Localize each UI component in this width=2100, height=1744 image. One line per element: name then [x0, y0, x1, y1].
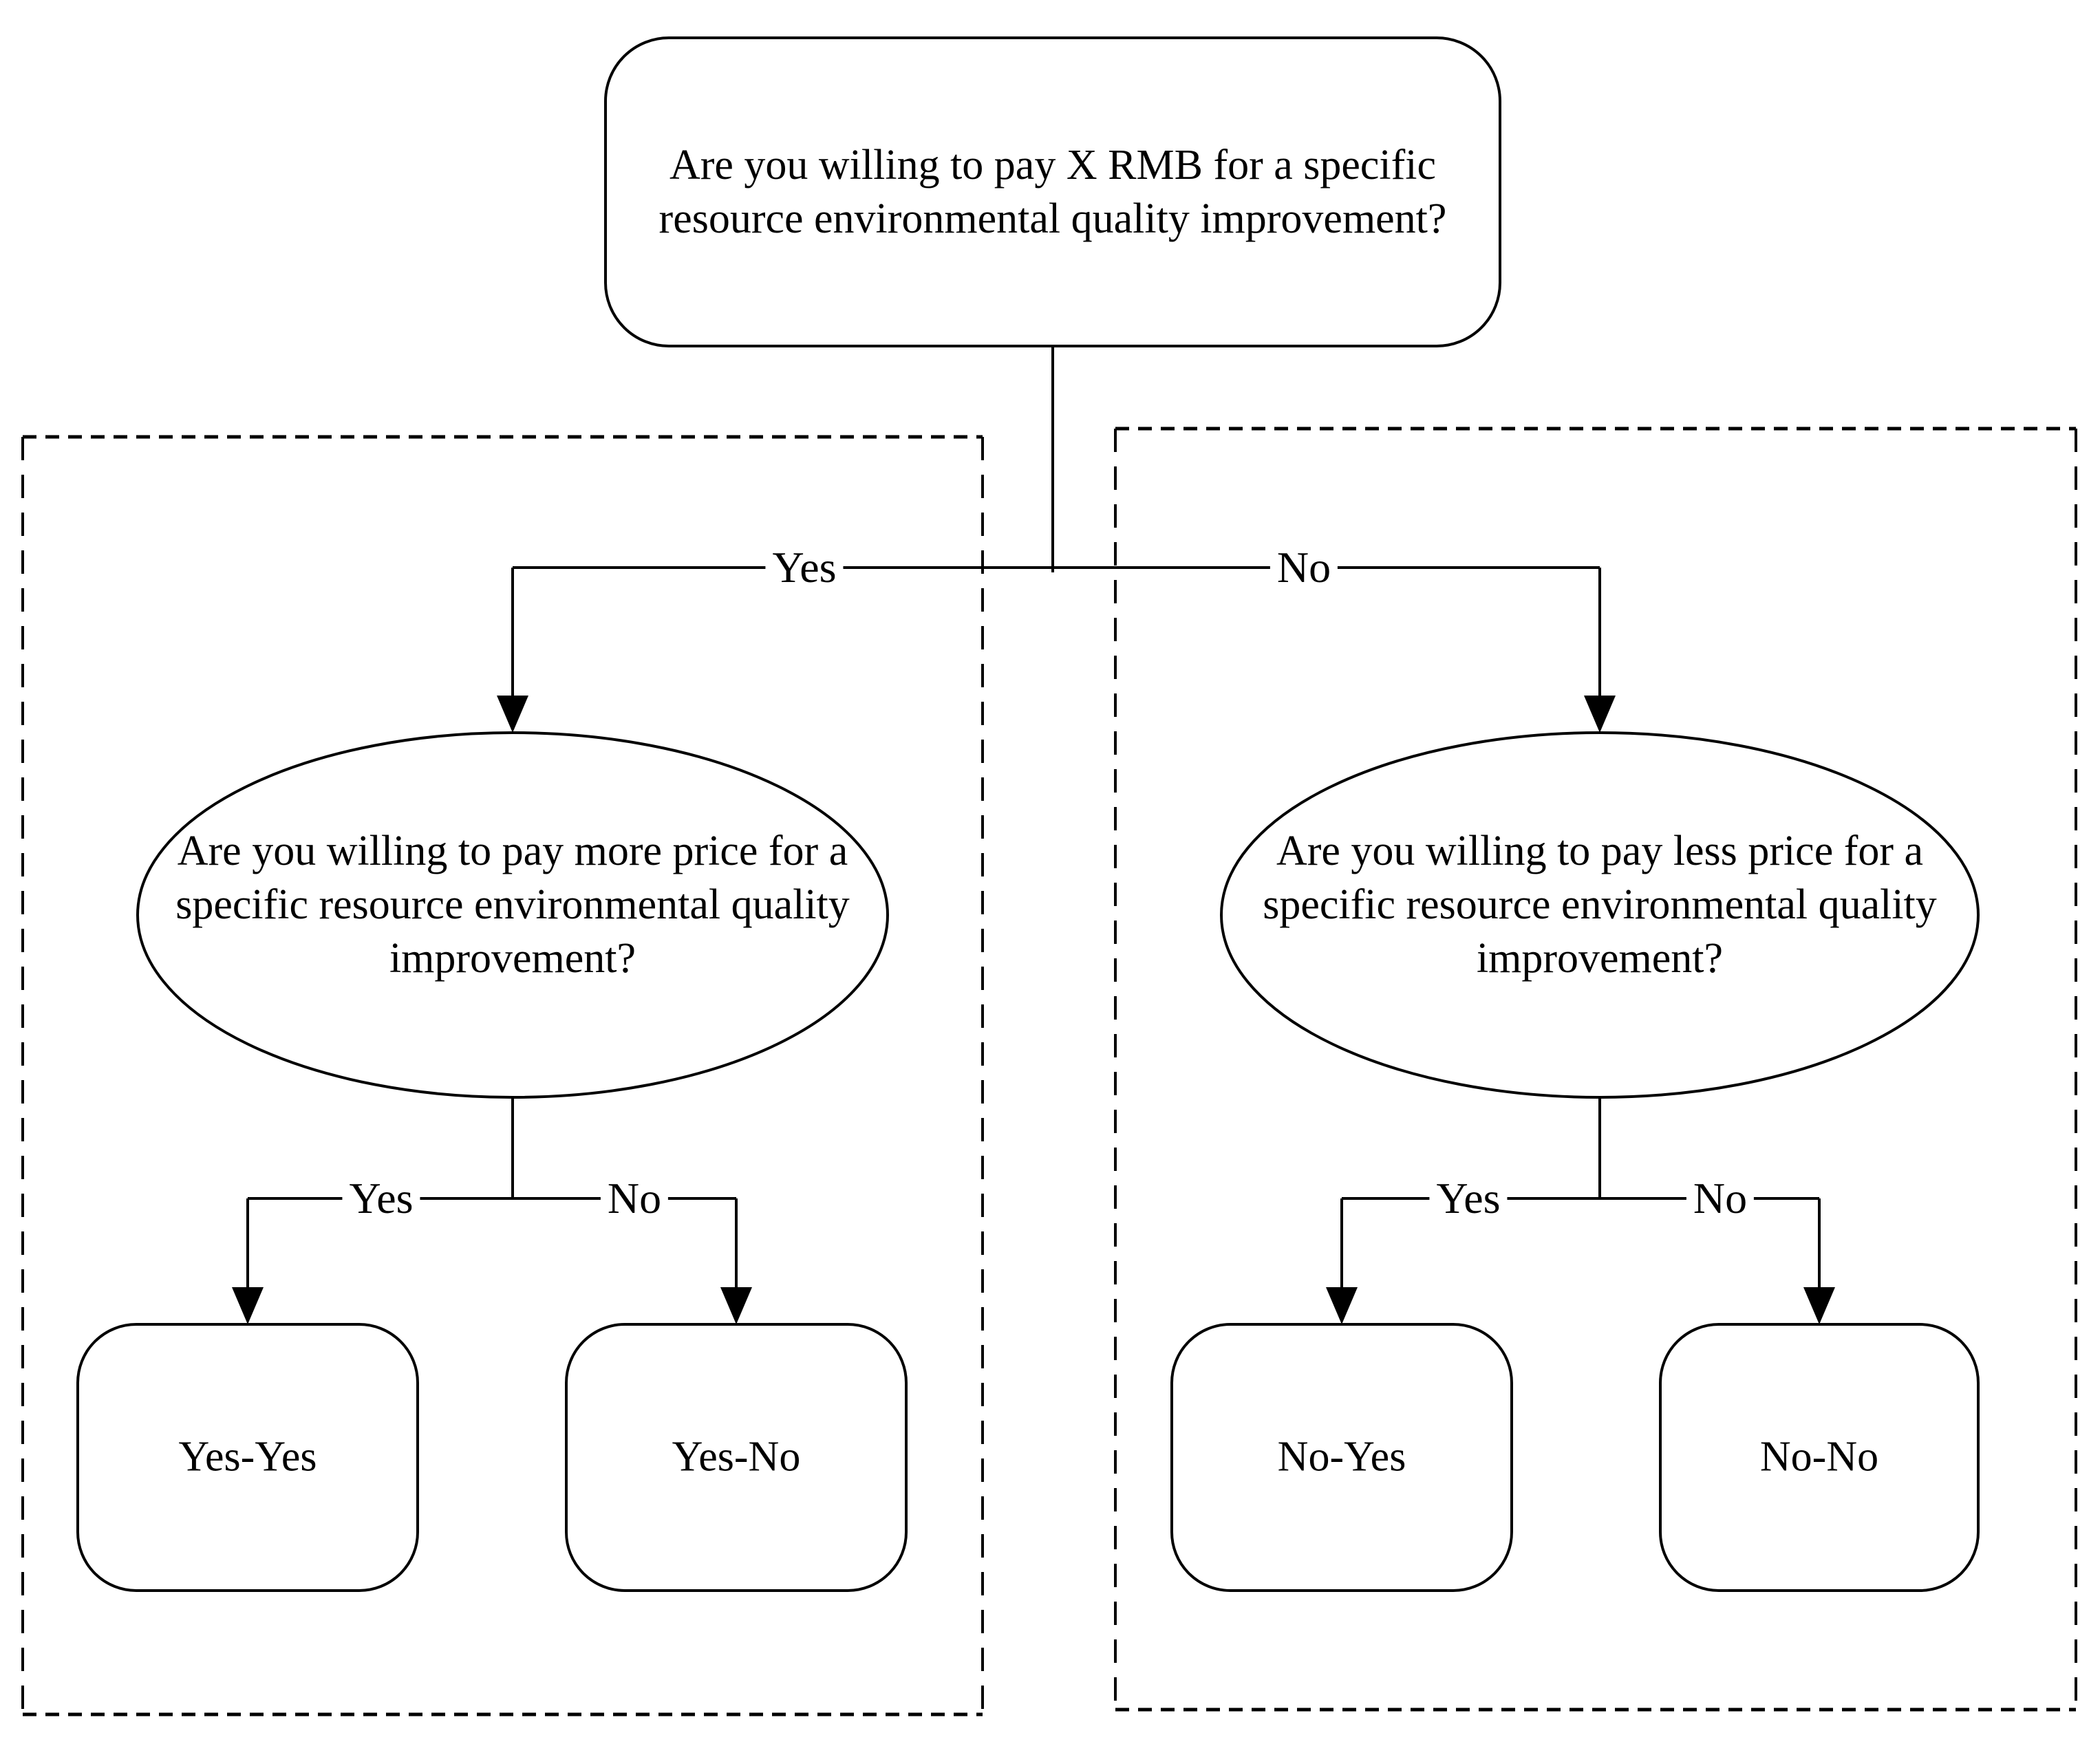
- left-question-line2: specific resource environmental quality: [175, 881, 850, 928]
- yes-group-dashed-frame: [21, 435, 984, 1716]
- left-no-edge-label: No: [600, 1174, 669, 1223]
- outcome-label-yes-yes: Yes-Yes: [178, 1433, 317, 1481]
- outcome-box-no-no: [1659, 1323, 1980, 1592]
- right-no-edge-label: No: [1686, 1174, 1755, 1223]
- arrow-down-icon: [1584, 696, 1616, 733]
- root-question-line2: resource environmental quality improveme…: [658, 195, 1447, 242]
- outcome-label-yes-no: Yes-No: [672, 1433, 801, 1481]
- outcome-box-no-yes: [1170, 1323, 1513, 1592]
- left-question-line3: improvement?: [389, 935, 636, 982]
- root-question-text: Are you willing to pay X RMB for a speci…: [606, 38, 1500, 346]
- outcome-box-yes-yes: [76, 1323, 419, 1592]
- left-yes-edge-label: Yes: [342, 1174, 420, 1223]
- left-question-text: Are you willing to pay more price for a …: [155, 824, 870, 985]
- arrow-down-icon: [497, 696, 528, 733]
- level1-no-edge-label: No: [1269, 543, 1338, 592]
- left-question-line1: Are you willing to pay more price for a: [177, 828, 848, 874]
- outcome-label-no-no: No-No: [1759, 1433, 1879, 1481]
- no-group-dashed-frame: [1114, 427, 2077, 1712]
- outcome-box-yes-no: [565, 1323, 908, 1592]
- outcome-label-no-yes: No-Yes: [1277, 1433, 1406, 1481]
- right-question-line3: improvement?: [1476, 935, 1724, 982]
- right-question-text: Are you willing to pay less price for a …: [1242, 824, 1958, 985]
- arrow-down-icon: [232, 1287, 264, 1324]
- right-question-line2: specific resource environmental quality: [1263, 881, 1937, 928]
- level1-yes-edge-label: Yes: [765, 543, 844, 592]
- arrow-down-icon: [1326, 1287, 1358, 1324]
- arrow-down-icon: [720, 1287, 752, 1324]
- right-question-line1: Are you willing to pay less price for a: [1276, 828, 1924, 874]
- right-yes-edge-label: Yes: [1429, 1174, 1508, 1223]
- arrow-down-icon: [1803, 1287, 1835, 1324]
- root-question-line1: Are you willing to pay X RMB for a speci…: [669, 142, 1437, 189]
